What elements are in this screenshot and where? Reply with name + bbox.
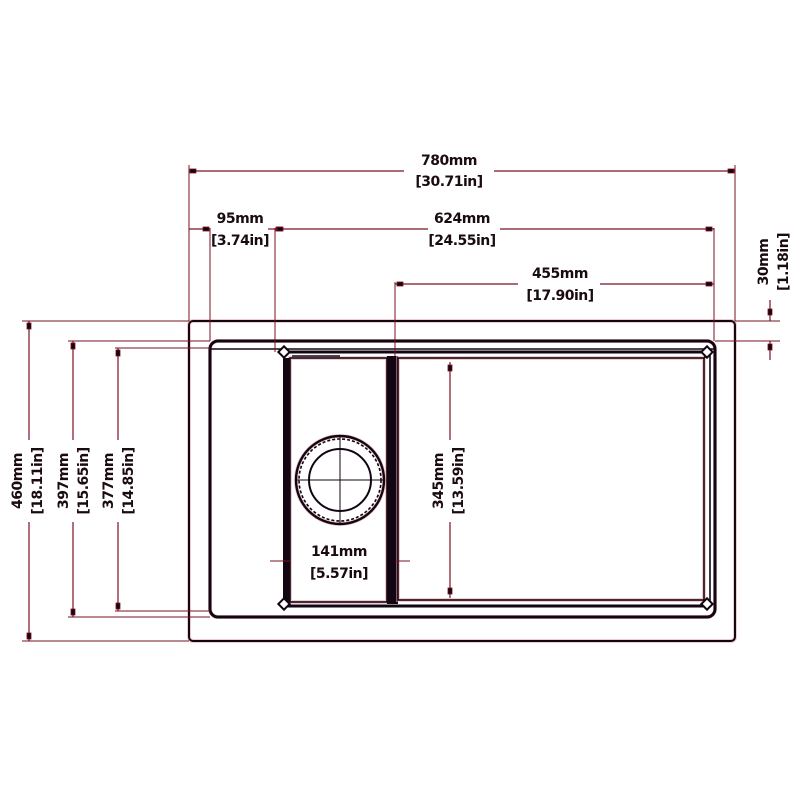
dim-small-bowl-width-in: [5.57in] xyxy=(310,566,368,582)
dim-left-margin-in: [3.74in] xyxy=(211,233,269,249)
dim-inner-height-in: [15.65in] xyxy=(76,447,92,514)
dimension-rim-depth: 30mm [1.18in] xyxy=(756,233,792,360)
dim-small-bowl-width-mm: 141mm xyxy=(311,544,367,560)
dim-rim-depth-mm: 30mm xyxy=(756,239,772,286)
sink-outline xyxy=(187,319,737,643)
dim-bowl-height-in: [14.85in] xyxy=(121,447,137,514)
dimension-overall-width: 780mm [30.71in] xyxy=(189,153,735,190)
dimension-overall-height: 460mm [18.11in] xyxy=(10,321,46,641)
dim-main-bowl-height-mm: 345mm xyxy=(431,453,447,509)
dim-main-bowl-height-in: [13.59in] xyxy=(451,447,467,514)
drain-icon xyxy=(294,434,386,526)
dimension-inner-width: 624mm [24.55in] xyxy=(275,211,714,249)
dim-inner-height-mm: 397mm xyxy=(56,453,72,509)
dimension-main-bowl-width: 455mm [17.90in] xyxy=(395,266,714,304)
extension-lines xyxy=(22,165,780,642)
corner-marker-icon xyxy=(276,344,715,612)
dim-left-margin-mm: 95mm xyxy=(217,211,264,227)
dim-main-bowl-width-mm: 455mm xyxy=(532,266,588,282)
dim-rim-depth-in: [1.18in] xyxy=(776,233,792,291)
dimension-main-bowl-height: 345mm [13.59in] xyxy=(431,362,467,598)
dim-inner-width-mm: 624mm xyxy=(434,211,490,227)
dim-overall-width-mm: 780mm xyxy=(421,153,477,169)
dim-bowl-height-mm: 377mm xyxy=(101,453,117,509)
dim-overall-height-in: [18.11in] xyxy=(30,447,46,514)
dimension-inner-height: 397mm [15.65in] xyxy=(56,341,92,617)
dim-overall-width-in: [30.71in] xyxy=(415,174,482,190)
dimension-bowl-height: 377mm [14.85in] xyxy=(101,348,137,611)
dimension-small-bowl-width: 141mm [5.57in] xyxy=(310,544,369,582)
dim-inner-width-in: [24.55in] xyxy=(428,233,495,249)
dim-overall-height-mm: 460mm xyxy=(10,453,26,509)
dim-main-bowl-width-in: [17.90in] xyxy=(526,288,593,304)
dimension-left-margin: 95mm [3.74in] xyxy=(189,211,283,249)
